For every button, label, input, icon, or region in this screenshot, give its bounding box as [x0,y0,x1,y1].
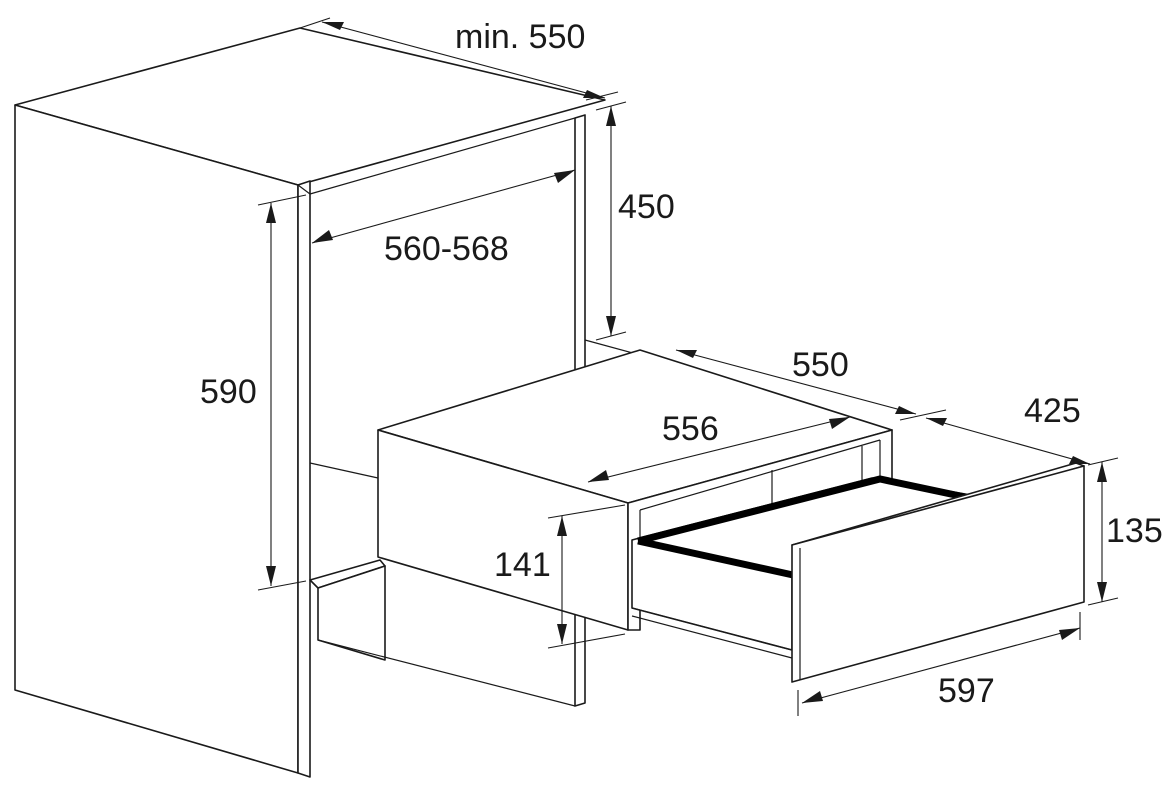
arrow-cabinet-height-b [266,566,276,586]
arrow-niche-height-a [606,106,616,126]
arrow-cabinet-depth-a [322,22,344,30]
arrow-drawer-width-b [829,417,850,429]
dim-line-drawer-width [587,416,851,483]
label-niche-height: 450 [618,188,675,226]
dim-line-niche-width [311,169,576,244]
dim-line-drawer-depth [675,349,917,415]
arrow-niche-height-b [606,316,616,336]
arrow-drawer-depth-b [895,406,916,414]
dim-ext-cabinet-depth-a [299,17,331,29]
arrow-drawer-depth-a [676,350,697,358]
label-drawer-width: 556 [662,410,719,448]
arrow-drawer-width-a [588,470,609,482]
arrow-front-width-a [802,691,823,703]
label-drawer-extension: 425 [1024,392,1081,430]
arrow-front-height-a [1097,462,1107,482]
cabinet-lower-panel [317,565,386,661]
dim-ext-cabinet-height-b [257,580,307,591]
dim-line-front-width [801,627,1081,704]
drawer-front-panel [791,465,1085,683]
housing-inner-top [639,439,881,511]
dim-ext-drawer-extension [899,409,947,421]
arrow-front-height-b [1097,582,1107,602]
arrow-niche-width-a [312,230,333,243]
label-cabinet-depth: min. 550 [455,18,585,56]
arrow-drawer-extension-b [1069,456,1090,464]
dim-ext-cabinet-depth-b [585,91,619,101]
label-niche-width: 560-568 [384,230,509,268]
arrow-niche-width-b [554,170,575,183]
drawer-tray-rim-front [637,537,794,579]
arrow-front-width-b [1059,628,1080,640]
dim-ext-front-height-b [1087,597,1119,606]
label-cabinet-height: 590 [200,373,257,411]
drawer-tray-rail [631,615,793,659]
arrow-drawer-height-b [557,624,567,644]
dim-ext-drawer-height-b [547,633,626,649]
dimension-labels: min. 550 450 560-568 590 550 556 425 141… [200,18,1163,710]
dim-line-drawer-extension [925,417,1091,465]
dim-ext-front-height-a [1087,457,1119,466]
drawer [631,462,1085,683]
cabinet-left-side-panel [14,104,299,774]
cabinet-inner-top-edge [297,184,311,195]
arrow-cabinet-height-a [266,203,276,223]
dim-ext-cabinet-height-a [257,194,307,206]
arrow-drawer-height-a [557,516,567,536]
dim-ext-drawer-height-a [547,504,626,519]
dimension-lines [257,17,1119,716]
arrow-cabinet-depth-b [583,90,605,98]
cabinet-niche-guide-line [309,462,379,479]
cabinet [14,27,641,778]
drawer-tray-rim [637,475,966,545]
arrow-drawer-extension-a [926,418,947,426]
label-drawer-depth: 550 [792,346,849,384]
cabinet-lower-floor-line [317,639,576,707]
label-front-height: 135 [1106,512,1163,550]
cabinet-front-left-stile [297,180,311,778]
dim-line-cabinet-depth [321,21,606,99]
drawer-tray-bottom-edge [631,607,793,651]
label-drawer-height: 141 [494,546,551,584]
label-front-width: 597 [938,672,995,710]
cabinet-back-top-edge [309,117,576,195]
